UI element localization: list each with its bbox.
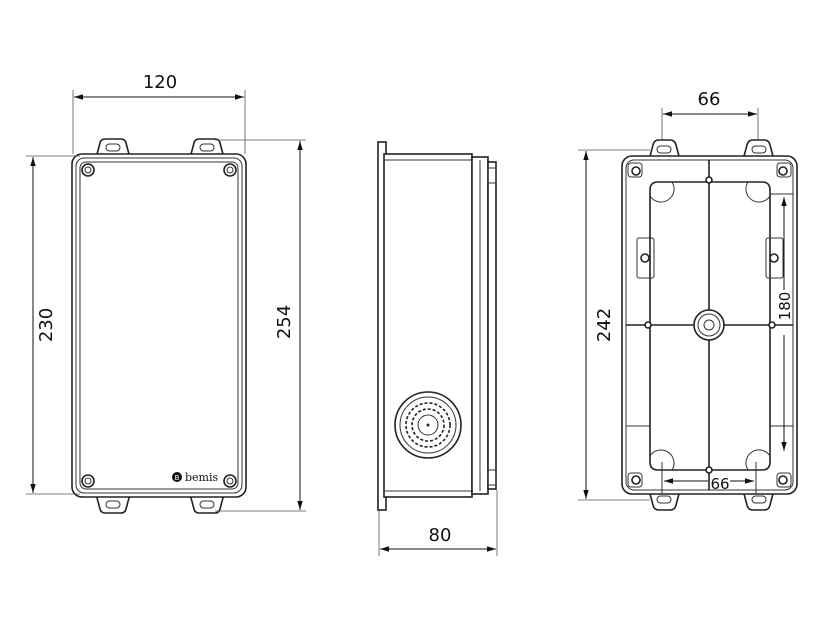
enclosure-body [383, 153, 473, 498]
brand-label: bemis [185, 471, 219, 484]
height-dimension-label: 242 [594, 308, 615, 342]
width-dimension-label: 120 [143, 72, 177, 93]
center-boss-icon [693, 309, 725, 341]
inner-height-dimension-label: 230 [36, 308, 57, 342]
lid-panel [79, 161, 239, 490]
svg-text:B: B [175, 474, 180, 482]
outer-height-dimension-label: 254 [274, 305, 295, 339]
screw-icon [81, 163, 237, 488]
keyhole-slot-icon [636, 237, 784, 279]
brand-logo: B bemis [172, 471, 219, 484]
front-view: B bemis 120 230 254 [26, 72, 306, 514]
vertical-hole-spacing-dimension-label: 180 [776, 292, 794, 321]
enclosure-outline [71, 153, 247, 498]
inner-frame [649, 181, 771, 471]
side-view: 80 [377, 141, 498, 556]
knockout-icon [394, 391, 462, 459]
depth-dimension-label: 80 [429, 525, 452, 546]
back-view: 66 242 180 66 [578, 89, 798, 511]
brand-icon [172, 472, 182, 482]
top-tab-spacing-dimension-label: 66 [698, 89, 721, 110]
corner-hole-icon [627, 162, 792, 488]
bottom-hole-spacing-dimension-label: 66 [710, 475, 729, 493]
mounting-tab [648, 139, 775, 511]
screw-post-icon [644, 176, 776, 474]
